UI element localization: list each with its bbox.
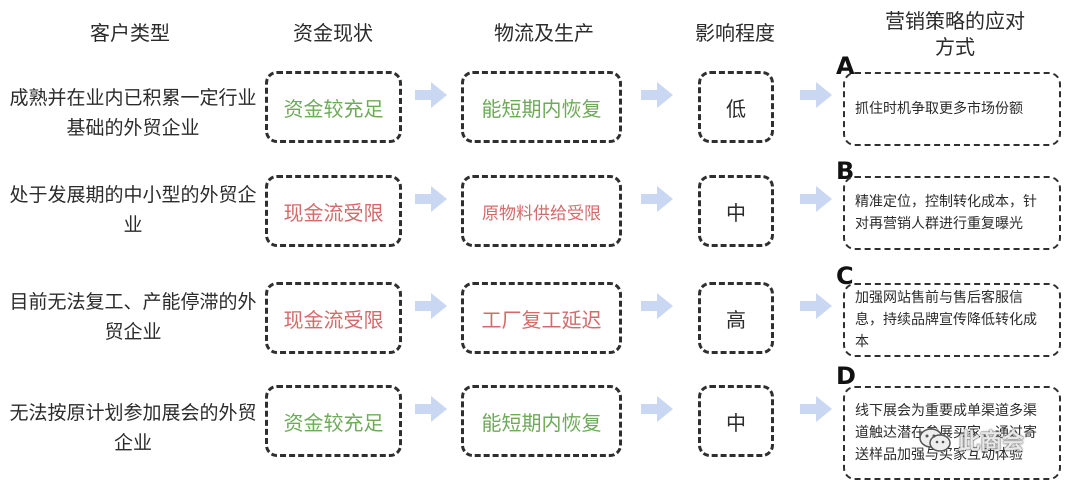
- arrow-right-icon: [415, 396, 447, 422]
- row-1-funds-text: 资金较充足: [283, 96, 384, 121]
- row-3-funds: 现金流受限: [265, 282, 402, 354]
- row-4-strategy-text: 线下展会为重要成单渠道多渠道触达潜在参展买家，通过寄送样品加强与买家互动体验: [855, 403, 1037, 463]
- header-logistics: 物流及生产: [494, 21, 594, 45]
- watermark-text: 此商会: [958, 430, 1025, 455]
- arrow-right-icon: [800, 82, 832, 108]
- row-3-customer: 目前无法复工、产能停滞的外贸企业: [9, 291, 257, 343]
- arrow-right-icon: [800, 293, 832, 319]
- row-3-impact: 高: [698, 282, 774, 354]
- wechat-icon: [919, 428, 951, 452]
- row-4-impact: 中: [698, 385, 774, 457]
- arrow-right-icon: [641, 82, 673, 108]
- row-1-impact: 低: [698, 71, 774, 143]
- row-3-logistics-text: 工厂复工延迟: [481, 307, 602, 332]
- row-4-letter: D: [836, 362, 856, 390]
- row-2-funds: 现金流受限: [265, 175, 402, 247]
- row-1-funds: 资金较充足: [265, 71, 402, 143]
- row-4-strategy: 线下展会为重要成单渠道多渠道触达潜在参展买家，通过寄送样品加强与买家互动体验: [843, 386, 1061, 480]
- row-4-funds: 资金较充足: [265, 385, 402, 457]
- row-1-strategy-text: 抓住时机争取更多市场份额: [855, 101, 1023, 117]
- row-3-impact-text: 高: [726, 307, 746, 332]
- row-2-impact: 中: [698, 175, 774, 247]
- watermark: 此商会: [918, 424, 1024, 456]
- arrow-right-icon: [641, 396, 673, 422]
- row-2-logistics: 原物料供给受限: [461, 175, 622, 247]
- row-1-logistics: 能短期内恢复: [461, 71, 622, 143]
- arrow-right-icon: [800, 186, 832, 212]
- row-4-customer: 无法按原计划参加展会的外贸企业: [9, 402, 257, 454]
- arrow-right-icon: [415, 82, 447, 108]
- row-4-logistics: 能短期内恢复: [461, 385, 622, 457]
- row-3-strategy: 加强网站售前与售后客服信息，持续品牌宣传降低转化成本: [843, 283, 1061, 357]
- arrow-right-icon: [641, 293, 673, 319]
- header-customer-type: 客户类型: [90, 21, 170, 45]
- row-1-impact-text: 低: [726, 96, 746, 121]
- row-4-impact-text: 中: [726, 410, 746, 435]
- arrow-right-icon: [800, 396, 832, 422]
- row-4-funds-text: 资金较充足: [283, 410, 384, 435]
- row-3-logistics: 工厂复工延迟: [461, 282, 622, 354]
- row-4-logistics-text: 能短期内恢复: [481, 410, 602, 435]
- row-2-funds-text: 现金流受限: [283, 200, 384, 225]
- row-1-customer: 成熟并在业内已积累一定行业基础的外贸企业: [9, 87, 257, 139]
- row-2-impact-text: 中: [726, 200, 746, 225]
- row-2-strategy: 精准定位，控制转化成本，针对再营销人群进行重复曝光: [843, 176, 1061, 250]
- row-2-strategy-text: 精准定位，控制转化成本，针对再营销人群进行重复曝光: [855, 194, 1037, 232]
- header-impact: 影响程度: [695, 21, 775, 45]
- row-1-logistics-text: 能短期内恢复: [481, 96, 602, 121]
- arrow-right-icon: [415, 293, 447, 319]
- row-3-strategy-text: 加强网站售前与售后客服信息，持续品牌宣传降低转化成本: [855, 290, 1037, 350]
- row-2-logistics-text: 原物料供给受限: [482, 203, 601, 224]
- arrow-right-icon: [415, 186, 447, 212]
- header-funds-status: 资金现状: [293, 21, 373, 45]
- row-1-strategy: 抓住时机争取更多市场份额: [843, 72, 1061, 146]
- arrow-right-icon: [641, 186, 673, 212]
- row-2-customer: 处于发展期的中小型的外贸企业: [9, 184, 257, 236]
- row-3-funds-text: 现金流受限: [283, 307, 384, 332]
- header-strategy: 营销策略的应对方式: [885, 9, 1025, 59]
